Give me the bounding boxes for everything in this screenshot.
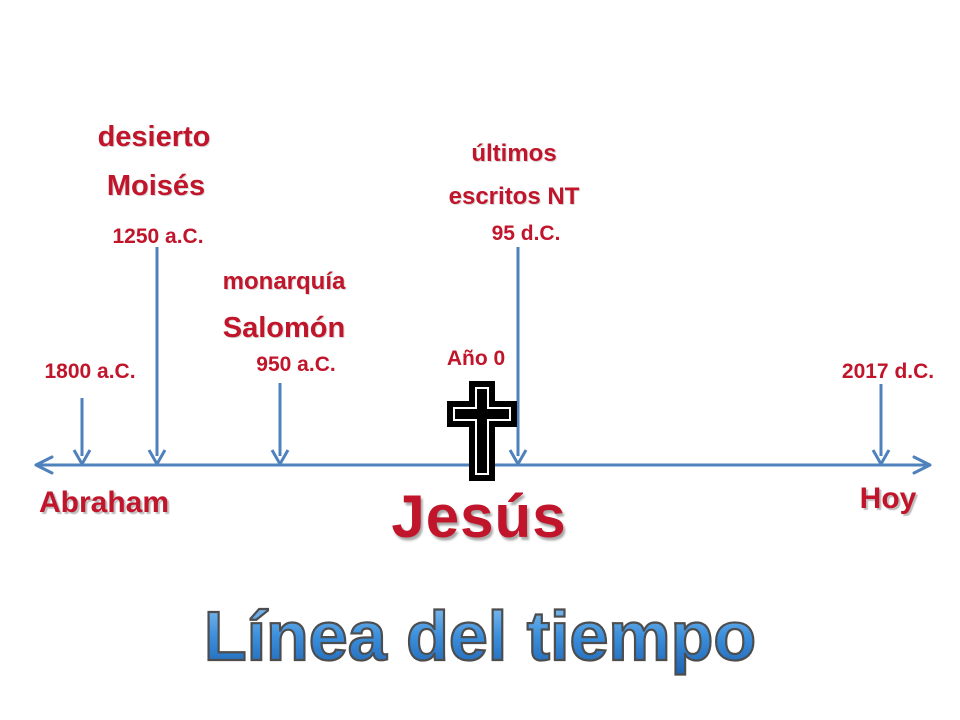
date-abraham: 1800 a.C.	[44, 360, 136, 383]
marker-arrow-hoy	[871, 384, 891, 466]
event-salomon-bottom: Salomón	[222, 312, 346, 344]
event-nt-top: últimos	[471, 140, 557, 167]
label-jesus: Jesús	[391, 483, 567, 550]
latin-cross-icon	[447, 381, 517, 481]
marker-arrow-salomon	[270, 383, 290, 466]
label-hoy: Hoy	[859, 482, 917, 515]
event-moises-bottom: Moisés	[106, 170, 206, 202]
page-title-text: Línea del tiempo	[204, 597, 756, 675]
axis-arrow-left-icon	[34, 455, 54, 475]
event-salomon-top: monarquía	[222, 268, 346, 295]
date-nt: 95 d.C.	[491, 222, 561, 245]
marker-arrow-abraham	[72, 398, 92, 466]
marker-arrow-moises	[147, 247, 167, 466]
year-zero-label: Año 0	[446, 347, 506, 370]
event-nt-bottom: escritos NT	[448, 183, 580, 210]
page-title: Línea del tiempo	[203, 596, 758, 676]
date-moises: 1250 a.C.	[112, 225, 204, 248]
axis-arrow-right-icon	[912, 455, 932, 475]
marker-arrow-nt	[508, 247, 528, 466]
date-salomon: 950 a.C.	[256, 353, 336, 376]
date-hoy: 2017 d.C.	[841, 360, 935, 383]
label-abraham: Abraham	[38, 486, 170, 519]
event-moises-top: desierto	[97, 121, 211, 153]
